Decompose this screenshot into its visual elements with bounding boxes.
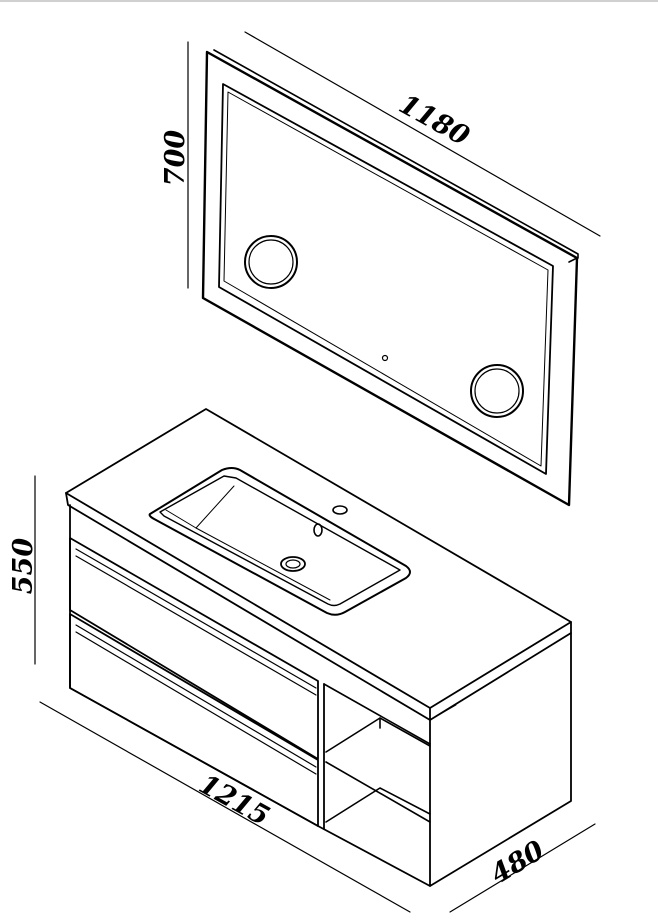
countertop-top: [65, 408, 572, 709]
label-mirror-width: 1180: [394, 89, 475, 153]
open-shelves: [323, 683, 431, 823]
magnifier-right: [470, 364, 524, 418]
label-cabinet-depth: 480: [485, 835, 549, 891]
top-rule: [0, 0, 658, 2]
dim-line-cabinet-width: [39, 701, 411, 913]
dim-line-mirror-width: [244, 31, 601, 237]
magnifier-left: [244, 235, 298, 289]
cabinet-left-edge: [69, 504, 319, 827]
faucet-hole-icon: [332, 505, 348, 515]
countertop-front-edge: [65, 492, 431, 721]
mirror-glass-outline: [218, 83, 554, 475]
sensor-icon: [381, 354, 389, 362]
drawer-lower: [69, 613, 319, 827]
mirror-bevel: [223, 91, 549, 467]
dim-line-cabinet-depth: [449, 823, 596, 913]
cabinet-right-side: [429, 632, 572, 887]
label-cabinet-height: 550: [8, 538, 39, 595]
basin-bowl: [159, 475, 401, 607]
label-mirror-height: 700: [160, 130, 191, 187]
mirror: [201, 49, 579, 507]
drain-icon: [280, 556, 306, 572]
vanity-cabinet: [65, 408, 572, 887]
mirror-frame-depth: [213, 49, 579, 259]
drawer-upper: [69, 537, 319, 760]
overflow-icon: [313, 523, 323, 537]
basin-rim: [148, 467, 411, 616]
mirror-outer-frame: [201, 50, 579, 507]
